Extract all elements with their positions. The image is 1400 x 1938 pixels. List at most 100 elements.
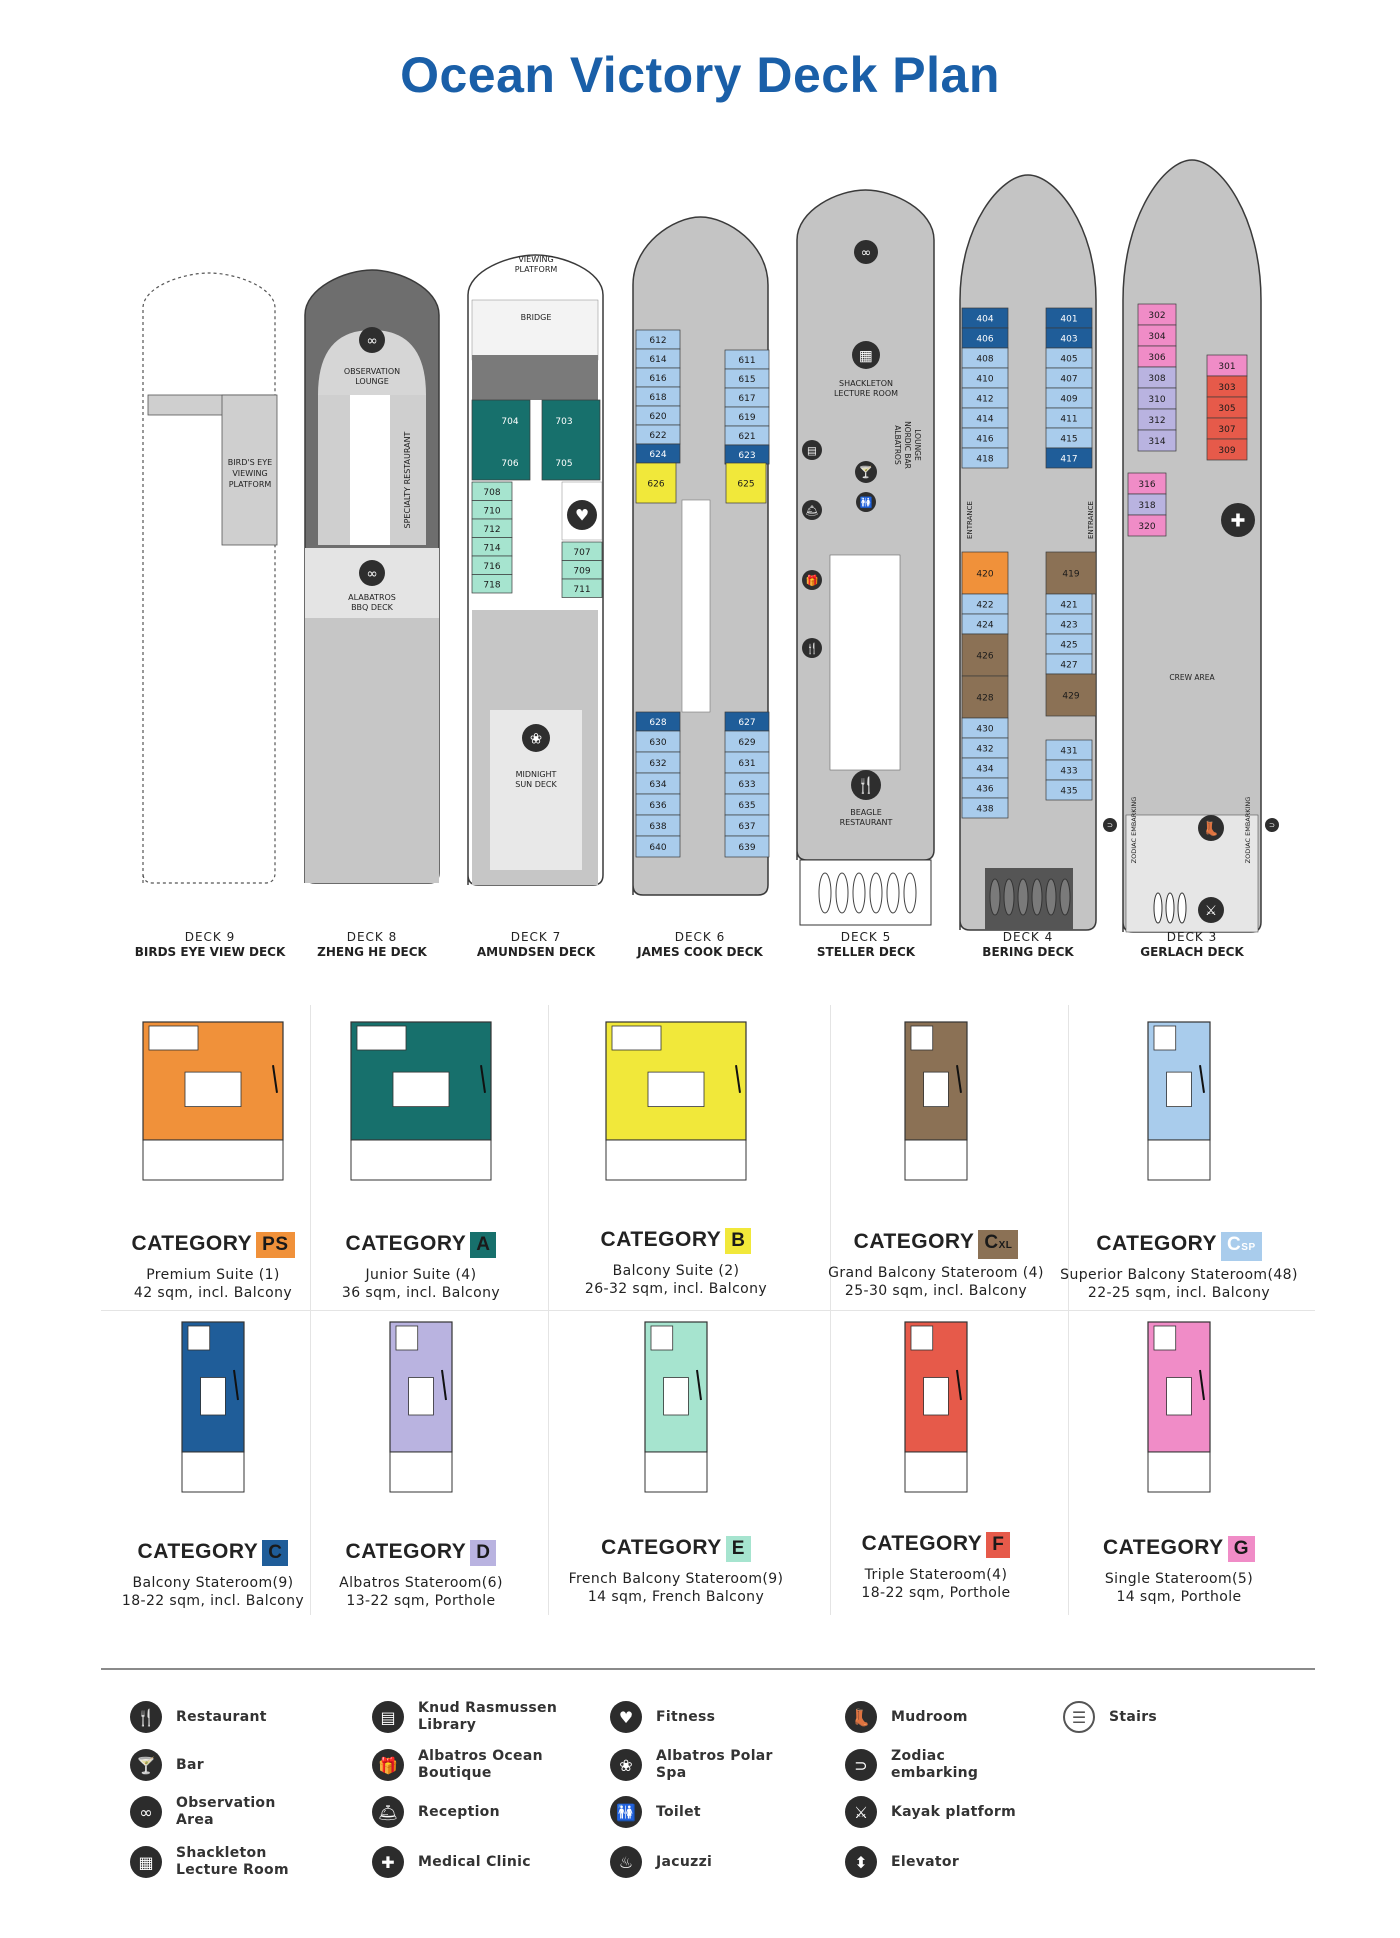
cabin-number: 704: [501, 417, 518, 427]
floorplan-part: [956, 1369, 962, 1401]
cabin: [1045, 447, 1093, 469]
kayak: [1177, 892, 1187, 924]
category-description: French Balcony Stateroom(9): [568, 1571, 784, 1587]
category-description: Superior Balcony Stateroom(48): [1060, 1267, 1298, 1283]
floorplan-part: [696, 1369, 702, 1401]
deck-text: LOUNGE: [355, 377, 389, 386]
kayak: [1153, 892, 1163, 924]
floorplan-part: [644, 1451, 708, 1493]
cabin-number: 408: [976, 355, 993, 365]
restaurant-icon: 🍴: [130, 1701, 162, 1733]
cabin-number: 312: [1148, 416, 1165, 426]
category-description: Single Stateroom(5): [1104, 1571, 1254, 1587]
deck-name: ZHENG HE DECK: [317, 945, 427, 959]
deck-3-stern: [1125, 814, 1259, 933]
deck-text: RESTAURANT: [840, 818, 893, 827]
cabin-number: 434: [976, 765, 993, 775]
deck-name: BERING DECK: [982, 945, 1074, 959]
floorplan-part: [650, 1325, 674, 1351]
deck-name: JAMES COOK DECK: [637, 945, 763, 959]
cabin-number: 620: [649, 412, 666, 422]
legend-item: ❀Albatros Polar Spa: [610, 1743, 796, 1787]
deck-text: ALABATROS: [348, 593, 396, 602]
binoculars-icon: ∞: [861, 245, 872, 260]
cabin: [961, 797, 1009, 819]
deck-text: ENTRANCE: [1087, 501, 1095, 539]
cabin-number: 624: [649, 450, 666, 460]
floorplan-part: [1199, 1065, 1205, 1093]
cabin-number: 612: [649, 336, 666, 346]
cabin-number: 306: [1148, 353, 1165, 363]
cabin-number: 429: [1062, 692, 1079, 702]
floorplan-part: [923, 1377, 949, 1416]
cabin-number: 618: [649, 393, 666, 403]
category-code-badge: B: [725, 1228, 752, 1254]
cabin-number: 404: [976, 315, 993, 325]
category-size: 36 sqm, incl. Balcony: [341, 1285, 501, 1301]
cabin-number: 638: [649, 822, 666, 832]
toilet-icon: 🚻: [859, 496, 872, 509]
deck-8-corridor: [350, 395, 390, 545]
cabin-floorplan: [389, 1321, 453, 1493]
floorplan-part: [1153, 1025, 1177, 1051]
heart-icon: ♥: [575, 506, 589, 525]
cabin: [635, 835, 681, 858]
floorplan-part: [395, 1325, 419, 1351]
legend-label: Zodiac embarking: [891, 1748, 979, 1781]
legend-label: Fitness: [656, 1708, 716, 1725]
category-description: Balcony Stateroom(9): [132, 1575, 294, 1591]
deck-plan-diagram: BIRD'S EYEVIEWINGPLATFORM∞OBSERVATIONLOU…: [142, 159, 1279, 933]
reception-bell-icon: 🛎: [805, 505, 818, 517]
cabin-number: 614: [649, 355, 666, 365]
floorplan-part: [187, 1325, 211, 1351]
cabin-number: 716: [483, 562, 500, 572]
cabin-number: 640: [649, 843, 666, 853]
cabin-floorplan: [1147, 1021, 1211, 1181]
floorplan-part: [904, 1451, 968, 1493]
legend-separator: [101, 1668, 1315, 1670]
deck-number: DECK 6: [674, 930, 726, 944]
floorplan-part: [184, 1071, 242, 1107]
cabin-number: 639: [738, 843, 755, 853]
cabin: [1137, 429, 1177, 452]
floorplan-part: [1153, 1325, 1177, 1351]
heart-icon: [567, 500, 597, 530]
cabin: [1045, 779, 1093, 801]
cabin-number: 636: [649, 801, 666, 811]
cabin-number: 634: [649, 780, 666, 790]
legend-label: Reception: [418, 1803, 500, 1820]
cabin-floorplan: [605, 1021, 747, 1181]
legend-label: Toilet: [656, 1803, 701, 1820]
spa-icon: ❀: [530, 730, 542, 747]
category-description: Junior Suite (4): [365, 1267, 477, 1283]
cabin-number: 435: [1060, 787, 1077, 797]
cabin-number: 403: [1060, 335, 1077, 345]
deck-7-block: [472, 355, 598, 400]
category-description: Balcony Suite (2): [612, 1263, 740, 1279]
restaurant-icon: 🍴: [856, 776, 876, 795]
cabin-number: 637: [738, 822, 755, 832]
cabin-number: 711: [573, 585, 590, 595]
deck-text: PLATFORM: [229, 480, 272, 489]
cabin-number: 424: [976, 621, 993, 631]
legend-label: Medical Clinic: [418, 1853, 531, 1870]
lecture-room-icon: ▦: [859, 347, 873, 364]
legend-label: Jacuzzi: [656, 1853, 713, 1870]
cabin: [961, 551, 1009, 595]
binoculars-icon: ∞: [366, 566, 377, 582]
cabin-number: 611: [738, 356, 755, 366]
category-word: CATEGORY: [345, 1540, 467, 1563]
cabin-number: 432: [976, 745, 993, 755]
category-size: 14 sqm, Porthole: [1116, 1589, 1242, 1605]
reception-bell-icon: [802, 500, 822, 520]
legend-label: Kayak platform: [891, 1803, 1016, 1820]
legend-item: 🛎Reception: [372, 1790, 558, 1834]
cabin-number: 635: [738, 801, 755, 811]
cabin-number: 305: [1218, 404, 1235, 414]
lecture-room-icon: [852, 341, 880, 369]
deck-9-outline: [142, 272, 276, 884]
cabin-number: 630: [649, 738, 666, 748]
floorplan-part: [956, 1065, 962, 1093]
